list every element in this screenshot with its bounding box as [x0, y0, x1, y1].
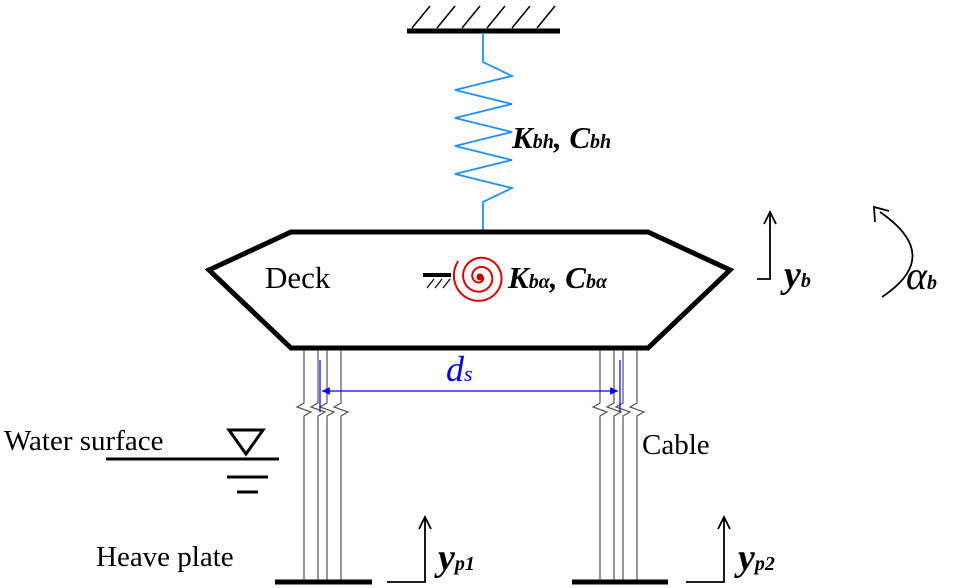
- torsion-spring-center: [476, 273, 484, 281]
- alpha-rotation-arrow: [873, 205, 914, 298]
- spring-coefficients-label: Kbh, Cbh: [511, 120, 611, 155]
- yp1-label: yp1: [434, 537, 475, 579]
- cable-label: Cable: [642, 429, 710, 461]
- alpha-b-label: αb: [906, 253, 937, 298]
- deck-hexagon: [204, 229, 735, 351]
- vertical-spring: [454, 33, 515, 232]
- heave-plate-label: Heave plate: [96, 541, 234, 573]
- dimension-ds: [319, 360, 621, 412]
- yp2-arrow: [686, 514, 731, 583]
- water-surface-symbol: [106, 428, 279, 494]
- deck-label: Deck: [265, 260, 331, 295]
- torsion-coefficients-label: Kbα, Cbα: [507, 260, 608, 295]
- ds-label: ds: [446, 349, 473, 389]
- yp1-arrow: [387, 514, 432, 583]
- yp2-label: yp2: [734, 537, 775, 579]
- torsion-support: [423, 273, 451, 289]
- fixed-support: [407, 5, 560, 34]
- torsion-spring-spiral: [452, 256, 503, 302]
- water-surface-label: Water surface: [4, 425, 163, 457]
- yb-arrow: [757, 209, 777, 280]
- yb-label: yb: [780, 254, 811, 296]
